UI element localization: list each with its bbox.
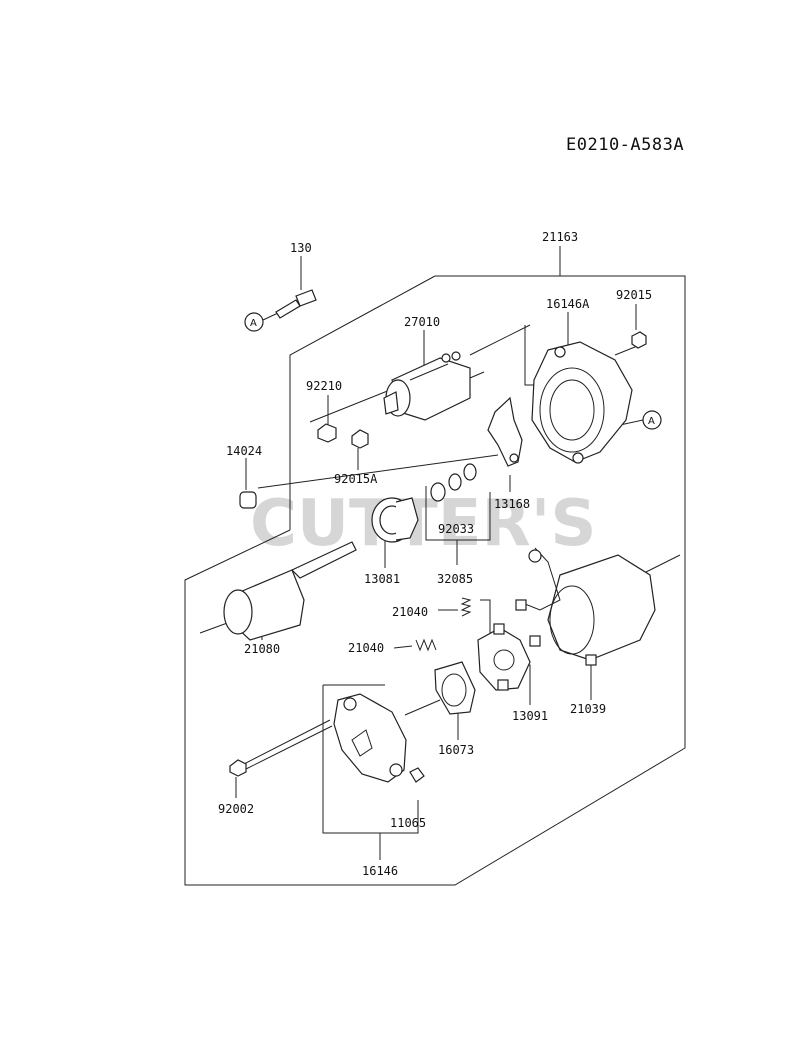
lever-13168 bbox=[487, 396, 523, 467]
assembly-frame bbox=[184, 275, 686, 886]
label-21040-lower: 21040 bbox=[348, 641, 384, 655]
label-130: 130 bbox=[290, 241, 312, 255]
label-92015A: 92015A bbox=[334, 472, 378, 486]
spring-21040-lower bbox=[415, 638, 437, 652]
watermark: CUTTER'S bbox=[250, 487, 596, 561]
label-92033: 92033 bbox=[438, 522, 474, 536]
svg-text:A: A bbox=[250, 318, 257, 329]
reference-marker-left: A bbox=[244, 312, 264, 332]
svg-text:A: A bbox=[648, 416, 655, 427]
washers-32085 bbox=[430, 463, 477, 502]
label-13091: 13091 bbox=[512, 709, 548, 723]
label-27010: 27010 bbox=[404, 315, 440, 329]
diagram-code: E0210-A583A bbox=[566, 135, 684, 155]
label-21163: 21163 bbox=[542, 230, 578, 244]
spring-21040-upper bbox=[460, 597, 472, 617]
label-11065: 11065 bbox=[390, 816, 426, 830]
label-13168: 13168 bbox=[494, 497, 530, 511]
label-16073: 16073 bbox=[438, 743, 474, 757]
label-92002: 92002 bbox=[218, 802, 254, 816]
brush-holder-13091 bbox=[477, 623, 531, 691]
label-16146: 16146 bbox=[362, 864, 398, 878]
screw-11065 bbox=[409, 767, 425, 783]
nut-92210 bbox=[317, 423, 337, 443]
label-21039: 21039 bbox=[570, 702, 606, 716]
label-21040-upper: 21040 bbox=[392, 605, 428, 619]
label-32085: 32085 bbox=[437, 572, 473, 586]
label-92210: 92210 bbox=[306, 379, 342, 393]
part-labels: 130 21163 27010 16146A 92015 92210 14024… bbox=[218, 230, 652, 878]
label-92015: 92015 bbox=[616, 288, 652, 302]
pinion-13081 bbox=[371, 497, 419, 543]
solenoid-27010 bbox=[383, 351, 485, 421]
nut-92015A bbox=[351, 429, 369, 449]
nut-92015 bbox=[631, 331, 647, 349]
yoke-21039 bbox=[515, 547, 656, 666]
housing-16146A bbox=[531, 341, 633, 464]
plug-14024 bbox=[239, 491, 257, 509]
armature-21080 bbox=[223, 541, 357, 641]
label-14024: 14024 bbox=[226, 444, 262, 458]
label-21080: 21080 bbox=[244, 642, 280, 656]
through-bolt-92002 bbox=[229, 719, 333, 777]
bolt-130 bbox=[275, 289, 317, 319]
assembly-frame-top-left bbox=[289, 275, 436, 530]
reference-marker-right: A bbox=[642, 410, 662, 430]
label-16146A: 16146A bbox=[546, 297, 590, 311]
end-cover-16146 bbox=[333, 693, 407, 783]
label-13081: 13081 bbox=[364, 572, 400, 586]
leader-lines bbox=[199, 256, 681, 860]
plate-16073 bbox=[434, 661, 476, 715]
